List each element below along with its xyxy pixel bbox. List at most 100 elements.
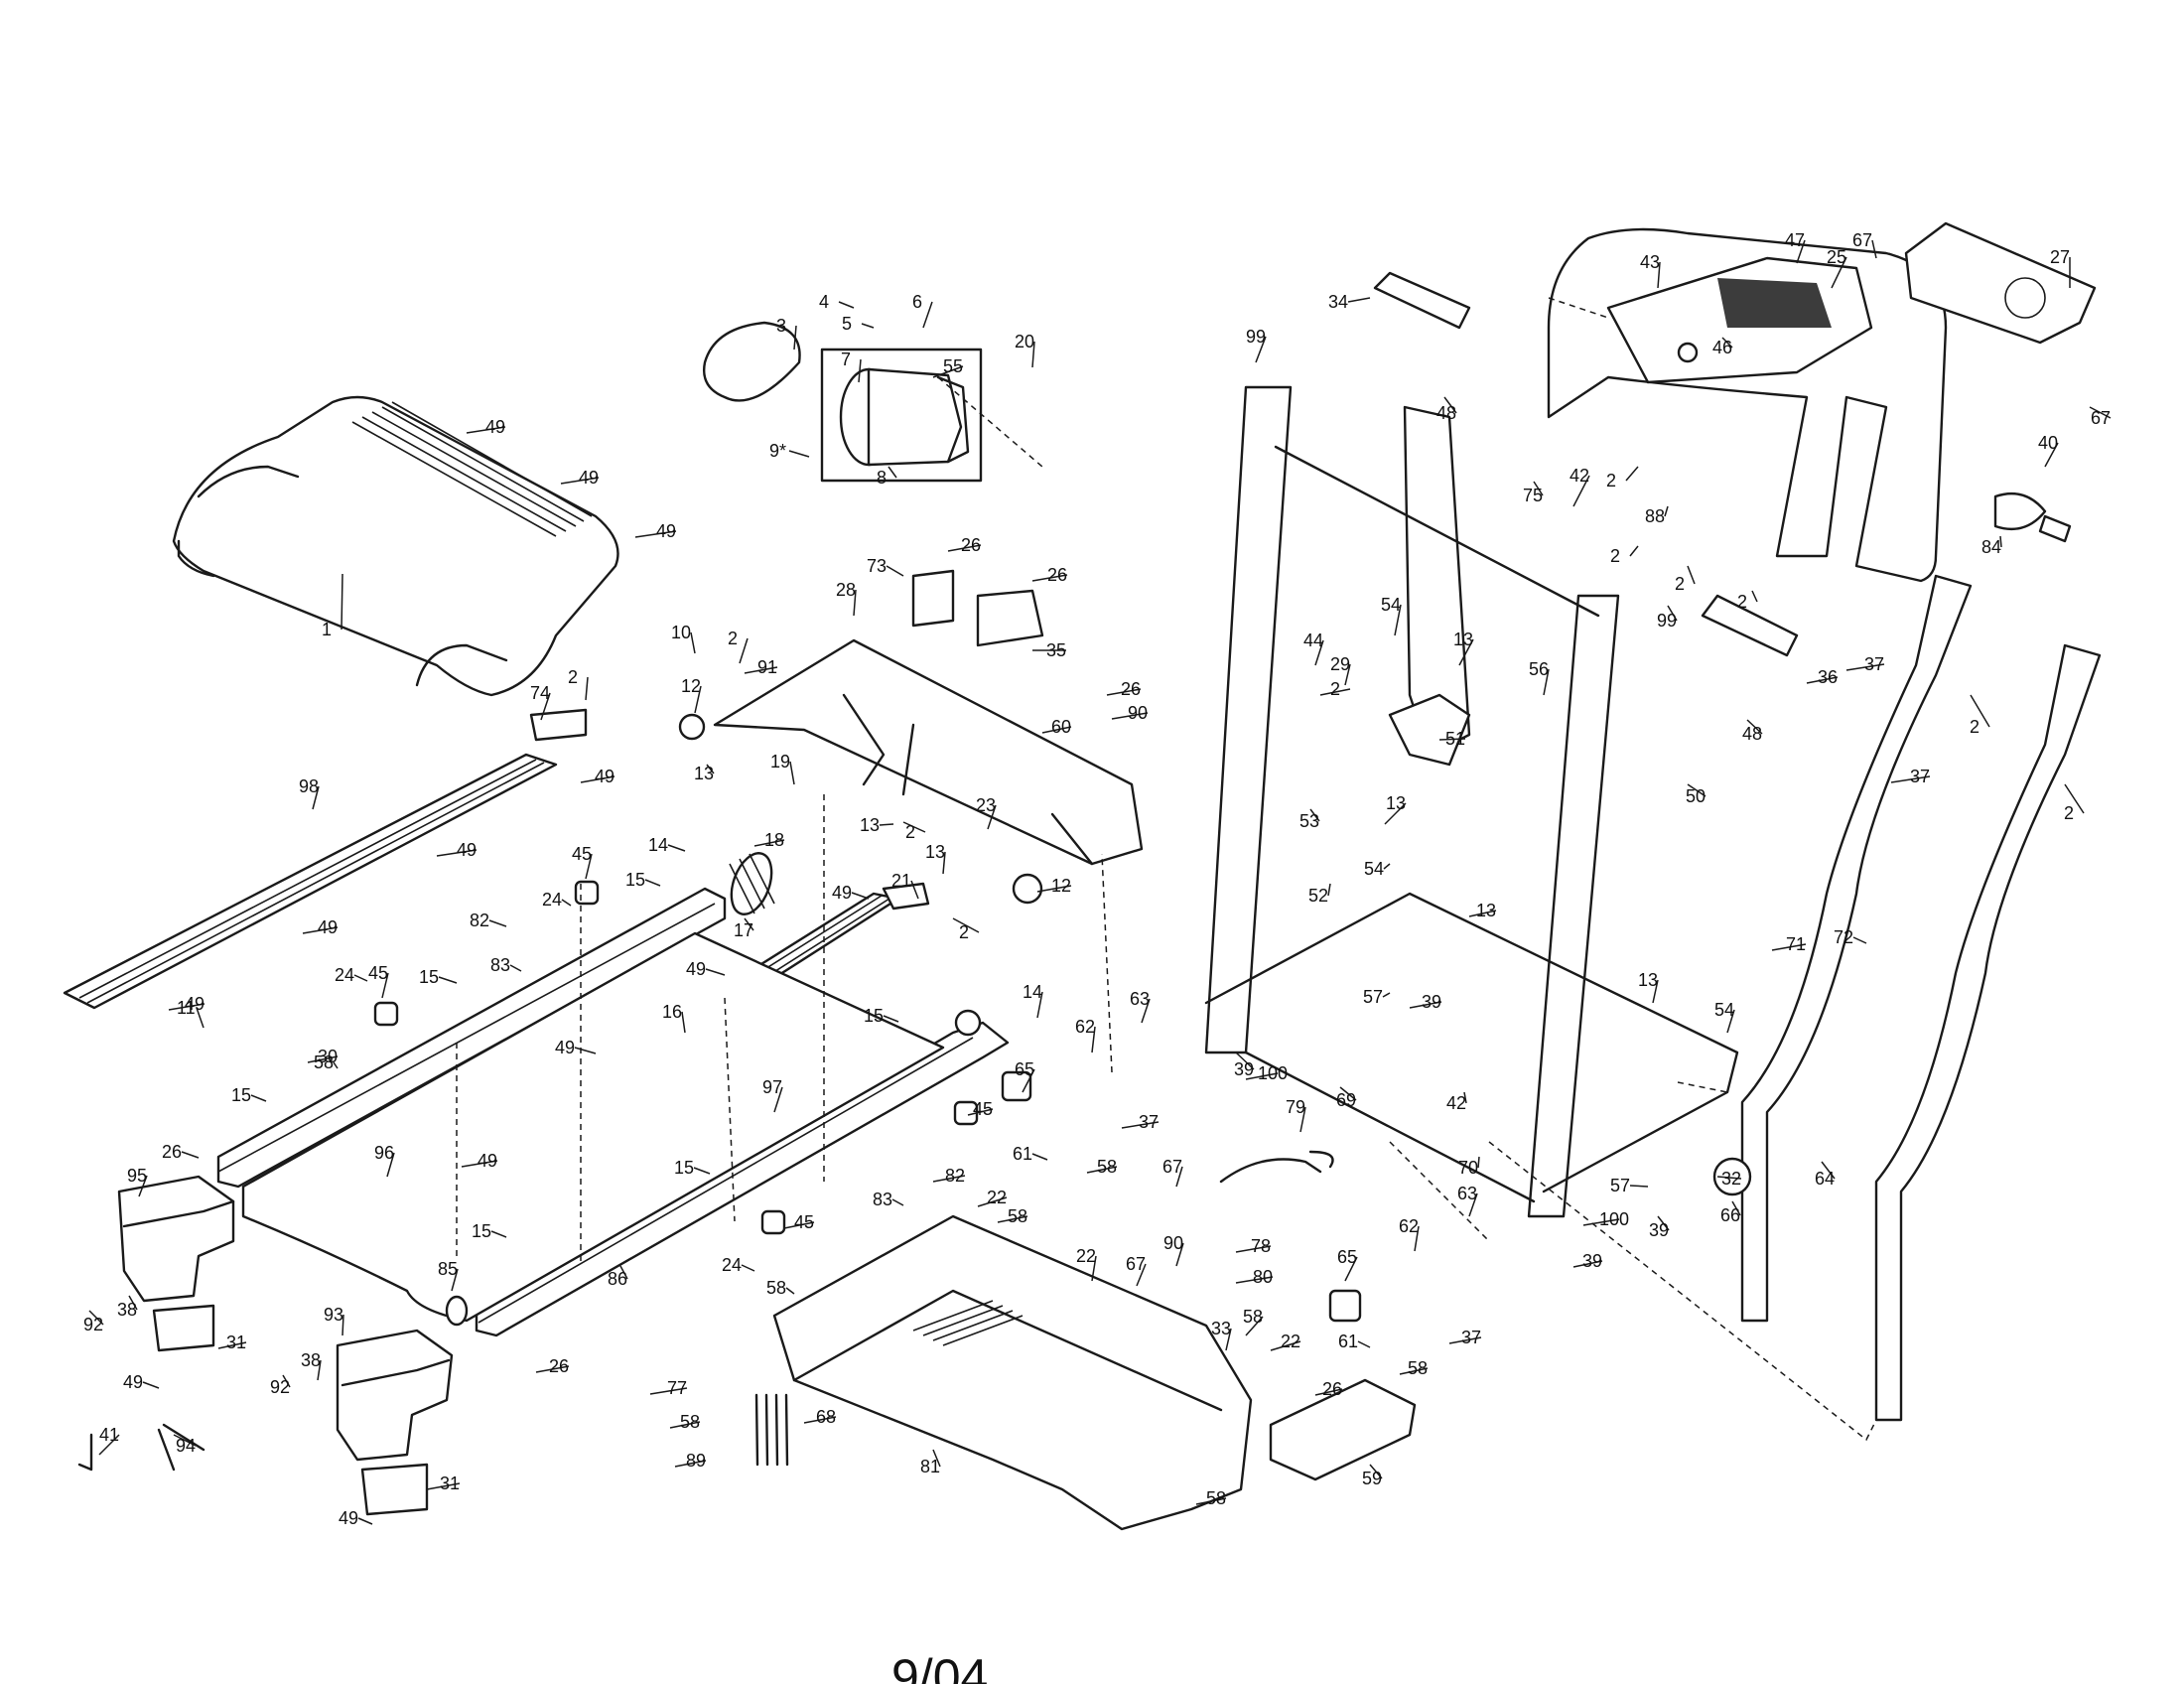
- callout-leader: [1309, 808, 1320, 822]
- callout-leader: [1091, 1026, 1096, 1053]
- callout-2: 2: [1970, 694, 1990, 737]
- callout-54: 54: [1714, 1000, 1735, 1034]
- callout-leader: [1314, 1388, 1343, 1396]
- callout-10: 10: [671, 623, 696, 654]
- callout-number: 91: [757, 657, 777, 677]
- callout-13: 13: [1638, 970, 1659, 1004]
- callout-2: 2: [1610, 545, 1639, 566]
- callout-leader: [1255, 336, 1267, 363]
- callout-97: 97: [762, 1077, 783, 1113]
- callout-45: 45: [783, 1212, 815, 1232]
- part-left-rail-cover: [63, 708, 588, 1010]
- callout-49: 49: [436, 840, 478, 860]
- callout-34: 34: [1328, 292, 1371, 312]
- callout-leader: [1582, 1218, 1620, 1226]
- callout-leader: [1751, 590, 1758, 603]
- callout-56: 56: [1529, 659, 1550, 696]
- callout-50: 50: [1686, 783, 1706, 806]
- callout-number: 88: [1645, 506, 1665, 526]
- callout-leader: [693, 1167, 711, 1175]
- callout-leader: [1344, 1256, 1358, 1282]
- callout-leader: [1245, 1072, 1279, 1080]
- callout-leader: [1347, 297, 1371, 303]
- callout-leader: [987, 804, 997, 830]
- callout-leader: [1225, 1328, 1232, 1351]
- callout-leader: [98, 1434, 120, 1456]
- callout-39: 39: [1234, 1052, 1255, 1079]
- callout-49: 49: [461, 1151, 498, 1171]
- callout-number: 13: [1453, 630, 1473, 649]
- callout-leader: [1299, 1106, 1306, 1133]
- callout-19: 19: [770, 752, 795, 785]
- callout-16: 16: [662, 1002, 686, 1034]
- part-console-back-cover: [1904, 221, 2097, 345]
- callout-number: 41: [99, 1425, 119, 1445]
- callout-number: 49: [686, 959, 706, 979]
- callout-13: 13: [1453, 630, 1474, 666]
- callout-number: 42: [1570, 466, 1589, 486]
- callout-number: 95: [127, 1166, 147, 1186]
- callout-58: 58: [766, 1278, 795, 1298]
- callout-number: 50: [1686, 786, 1706, 806]
- callout-number: 58: [1206, 1488, 1226, 1508]
- callout-leader: [128, 1295, 138, 1311]
- callout-82: 82: [932, 1166, 966, 1186]
- callout-number: 65: [1337, 1247, 1357, 1267]
- callout-leader: [977, 1196, 1008, 1207]
- callout-61: 61: [1013, 1144, 1048, 1164]
- callout-number: 80: [1253, 1267, 1273, 1287]
- callout-leader: [1327, 883, 1331, 897]
- callout-leader: [1031, 1153, 1048, 1161]
- callout-49: 49: [168, 994, 205, 1014]
- part-left-upright: [1740, 574, 1973, 1323]
- callout-number: 94: [176, 1436, 196, 1456]
- part-right-endcap: [336, 1329, 454, 1516]
- callout-58: 58: [1086, 1157, 1118, 1177]
- callout-leader: [142, 1381, 160, 1389]
- callout-leader: [302, 926, 339, 934]
- callout-45: 45: [368, 963, 389, 999]
- callout-leader: [902, 821, 926, 833]
- callout-leader: [1175, 1242, 1184, 1267]
- callout-leader: [634, 530, 677, 538]
- callout-number: 73: [867, 556, 887, 576]
- callout-leader: [1141, 998, 1151, 1024]
- callout-62: 62: [1399, 1216, 1420, 1252]
- callout-number: 14: [648, 835, 668, 855]
- callout-leader: [386, 1152, 395, 1178]
- callout-number: 4: [819, 292, 829, 312]
- part-cooling-fan: [1993, 491, 2072, 543]
- callout-12: 12: [681, 676, 702, 714]
- callout-68: 68: [803, 1407, 837, 1427]
- callout-number: 54: [1364, 859, 1384, 879]
- callout-number: 22: [1281, 1332, 1300, 1351]
- callout-leader: [883, 1015, 899, 1023]
- callout-leader: [1091, 1255, 1097, 1282]
- callout-leader: [1357, 1340, 1371, 1348]
- callout-51: 51: [1438, 729, 1465, 749]
- callout-number: 93: [324, 1305, 343, 1325]
- callout-22: 22: [977, 1188, 1008, 1207]
- callout-number: 33: [1211, 1319, 1231, 1338]
- callout-35: 35: [1032, 640, 1066, 660]
- callout-leader: [426, 1482, 461, 1490]
- callout-number: 82: [470, 911, 489, 930]
- callout-62: 62: [1075, 1017, 1096, 1053]
- callout-leader: [910, 880, 919, 900]
- callout-22: 22: [1076, 1246, 1097, 1282]
- callout-leader: [2064, 783, 2085, 814]
- callout-number: 15: [231, 1085, 251, 1105]
- callout-leader: [1572, 475, 1590, 507]
- callout-60: 60: [1041, 717, 1072, 737]
- callout-67: 67: [1126, 1254, 1147, 1287]
- callout-leader: [1468, 1193, 1478, 1217]
- callout-number: 57: [1363, 987, 1383, 1007]
- callout-90: 90: [1111, 703, 1149, 723]
- callout-leader: [932, 1175, 966, 1183]
- callout-number: 37: [1910, 767, 1930, 786]
- callout-number: 45: [368, 963, 388, 983]
- callout-number: 39: [1234, 1059, 1254, 1079]
- callout-leader: [932, 1449, 941, 1468]
- assembly-dashed-lines: [456, 297, 1877, 1442]
- part-incline-motor: [1388, 405, 1471, 767]
